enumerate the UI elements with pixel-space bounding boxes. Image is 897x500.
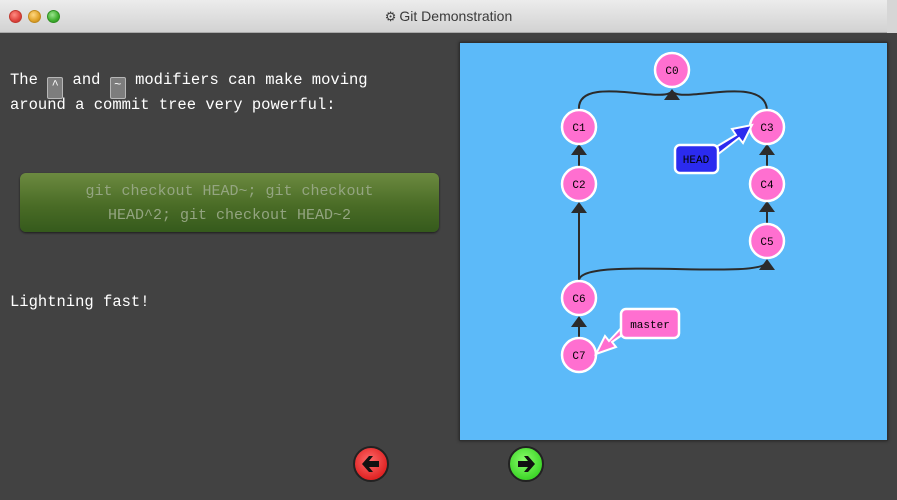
commit-label-c3: C3: [760, 123, 773, 135]
lesson-line-2: around a commit tree very powerful:: [10, 96, 336, 114]
commit-node-c6[interactable]: [560, 279, 598, 317]
commit-label-c0: C0: [665, 66, 678, 78]
commit-tree-svg: C0 C1 C2 C3 C4 C5 C6 C7 HEAD master: [560, 51, 786, 374]
edge-c3-c0: [671, 90, 768, 111]
arrowhead-c2: [571, 202, 587, 213]
commit-node-c1[interactable]: [560, 108, 598, 146]
commit-node-c4[interactable]: [748, 165, 786, 203]
maximize-window-button[interactable]: [47, 10, 60, 23]
lesson-text: and: [72, 71, 101, 89]
master-label-text: master: [630, 320, 670, 332]
master-label-box: [619, 307, 681, 340]
commit-label-c4: C4: [760, 180, 774, 192]
arrowhead-c4: [759, 201, 775, 212]
commit-label-c2: C2: [572, 180, 585, 192]
head-label-text: HEAD: [683, 155, 710, 167]
arrowhead-c0: [664, 89, 680, 100]
head-label-box: [673, 143, 720, 175]
titlebar-edge: [887, 0, 897, 33]
command-example-box: git checkout HEAD~; git checkout HEAD^2;…: [20, 173, 439, 232]
close-window-button[interactable]: [9, 10, 22, 23]
lesson-line-1: The ^ and ~ modifiers can make moving: [10, 68, 368, 99]
previous-step-button[interactable]: [353, 446, 389, 482]
window-title-text: Git Demonstration: [399, 8, 513, 24]
head-arrow-icon: [709, 123, 754, 157]
arrow-left-icon: [362, 456, 379, 472]
command-text-line-2: HEAD^2; git checkout HEAD~2: [107, 207, 352, 224]
window-title: ⚙Git Demonstration: [0, 8, 897, 25]
arrowhead-c1: [571, 144, 587, 155]
arrowhead-c3: [759, 144, 775, 155]
edge-c6-c5: [577, 261, 768, 282]
arrowhead-c6: [571, 316, 587, 327]
minimize-window-button[interactable]: [28, 10, 41, 23]
commit-node-c0[interactable]: [653, 51, 691, 89]
arrow-right-icon: [518, 456, 535, 472]
commit-label-c7: C7: [572, 351, 585, 363]
commit-tree-panel: C0 C1 C2 C3 C4 C5 C6 C7 HEAD master: [459, 42, 888, 441]
lesson-text: modifiers can make moving: [135, 71, 368, 89]
commit-node-c5[interactable]: [748, 222, 786, 260]
edge-c1-c0: [577, 90, 673, 111]
commit-label-c6: C6: [572, 294, 585, 306]
head-pointer[interactable]: HEAD: [673, 123, 754, 175]
window-titlebar: ⚙Git Demonstration: [0, 0, 897, 33]
arrowhead-c5: [759, 259, 775, 270]
lesson-text: The: [10, 71, 38, 89]
gear-icon: ⚙: [384, 9, 397, 24]
commit-label-c1: C1: [572, 123, 586, 135]
commit-node-c2[interactable]: [560, 165, 598, 203]
master-branch-pointer[interactable]: master: [594, 307, 681, 356]
lesson-footer-text: Lightning fast!: [10, 293, 150, 311]
next-step-button[interactable]: [508, 446, 544, 482]
commit-label-c5: C5: [760, 237, 773, 249]
command-text-line-1: git checkout HEAD~; git checkout: [85, 183, 374, 200]
